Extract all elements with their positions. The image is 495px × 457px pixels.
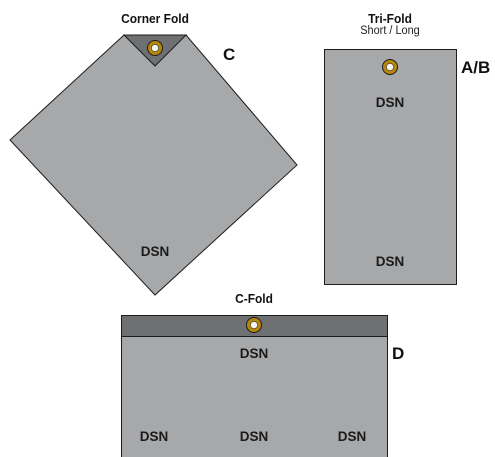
corner-fold-panel (9, 34, 298, 296)
c-fold-dsn-center-label: DSN (239, 429, 269, 444)
corner-fold-dsn-label: DSN (140, 244, 170, 259)
tri-fold-code: A/B (461, 58, 491, 77)
tri-fold-dsn-top-label: DSN (375, 95, 405, 110)
grommet-icon (246, 317, 262, 333)
grommet-icon (147, 40, 163, 56)
tri-fold-subtitle: Short / Long (360, 25, 420, 37)
c-fold-title: C-Fold (235, 291, 273, 306)
c-fold-dsn-left-label: DSN (139, 429, 169, 444)
corner-fold-code: C (223, 45, 236, 64)
grommet-icon (382, 59, 398, 75)
c-fold-panel (121, 315, 388, 457)
tri-fold-dsn-bottom-label: DSN (375, 254, 405, 269)
tri-fold-sheet (324, 49, 457, 285)
corner-fold-title: Corner Fold (121, 11, 189, 26)
c-fold-code: D (392, 344, 405, 363)
tri-fold-panel (324, 49, 457, 285)
tri-fold-title: Tri-Fold (368, 11, 412, 26)
c-fold-sheet (121, 315, 388, 457)
c-fold-dsn-top-label: DSN (239, 346, 269, 361)
c-fold-dsn-right-label: DSN (337, 429, 367, 444)
